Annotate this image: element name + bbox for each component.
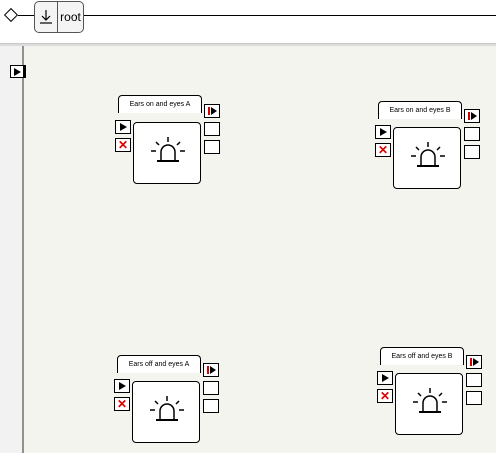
onstopped-output-b1[interactable] bbox=[464, 109, 480, 123]
path-line bbox=[18, 15, 496, 16]
output-a2-1[interactable] bbox=[203, 381, 219, 395]
breadcrumb-label: root bbox=[60, 10, 81, 24]
siren-icon bbox=[413, 388, 447, 413]
output-b2-2[interactable] bbox=[466, 391, 482, 405]
onstart-input-a2[interactable] bbox=[114, 379, 130, 393]
box-label-b2[interactable]: Ears off and eyes B bbox=[380, 347, 464, 365]
onstopped-output-a1[interactable] bbox=[204, 104, 220, 118]
toolbar-divider bbox=[0, 43, 496, 47]
box-label-a2[interactable]: Ears off and eyes A bbox=[117, 355, 201, 373]
download-arrow-icon bbox=[35, 2, 58, 32]
onstop-input-a2-close-icon[interactable]: ✕ bbox=[114, 397, 130, 411]
output-b1-1[interactable] bbox=[464, 127, 480, 141]
output-a2-2[interactable] bbox=[203, 399, 219, 413]
siren-icon bbox=[411, 142, 445, 167]
onstart-input-a1[interactable] bbox=[115, 120, 131, 134]
left-rail bbox=[0, 46, 22, 453]
output-a1-1[interactable] bbox=[204, 122, 220, 136]
onstop-input-a1-close-icon[interactable]: ✕ bbox=[115, 138, 131, 152]
breadcrumb-root[interactable]: root bbox=[34, 1, 84, 33]
box-label-b1[interactable]: Ears on and eyes B bbox=[378, 101, 462, 119]
onstop-input-b1-close-icon[interactable]: ✕ bbox=[375, 143, 391, 157]
onstopped-output-a2[interactable] bbox=[203, 363, 219, 377]
toolbar: root bbox=[0, 0, 496, 33]
root-diamond-icon[interactable] bbox=[3, 7, 19, 23]
behavior-box-a1[interactable] bbox=[133, 122, 201, 184]
siren-icon bbox=[151, 137, 185, 162]
box-label-a1[interactable]: Ears on and eyes A bbox=[118, 95, 202, 113]
onstop-input-b2-close-icon[interactable]: ✕ bbox=[377, 389, 393, 403]
output-b2-1[interactable] bbox=[466, 373, 482, 387]
output-b1-2[interactable] bbox=[464, 145, 480, 159]
onstart-input-b1[interactable] bbox=[375, 125, 391, 139]
rail-border bbox=[22, 46, 24, 453]
onstart-input-b2[interactable] bbox=[377, 371, 393, 385]
siren-icon bbox=[150, 396, 184, 421]
diagram-start-input-icon[interactable] bbox=[10, 65, 26, 78]
behavior-box-a2[interactable] bbox=[132, 381, 200, 443]
output-a1-2[interactable] bbox=[204, 140, 220, 154]
behavior-box-b1[interactable] bbox=[393, 127, 461, 189]
onstopped-output-b2[interactable] bbox=[466, 355, 482, 369]
behavior-box-b2[interactable] bbox=[395, 373, 463, 435]
